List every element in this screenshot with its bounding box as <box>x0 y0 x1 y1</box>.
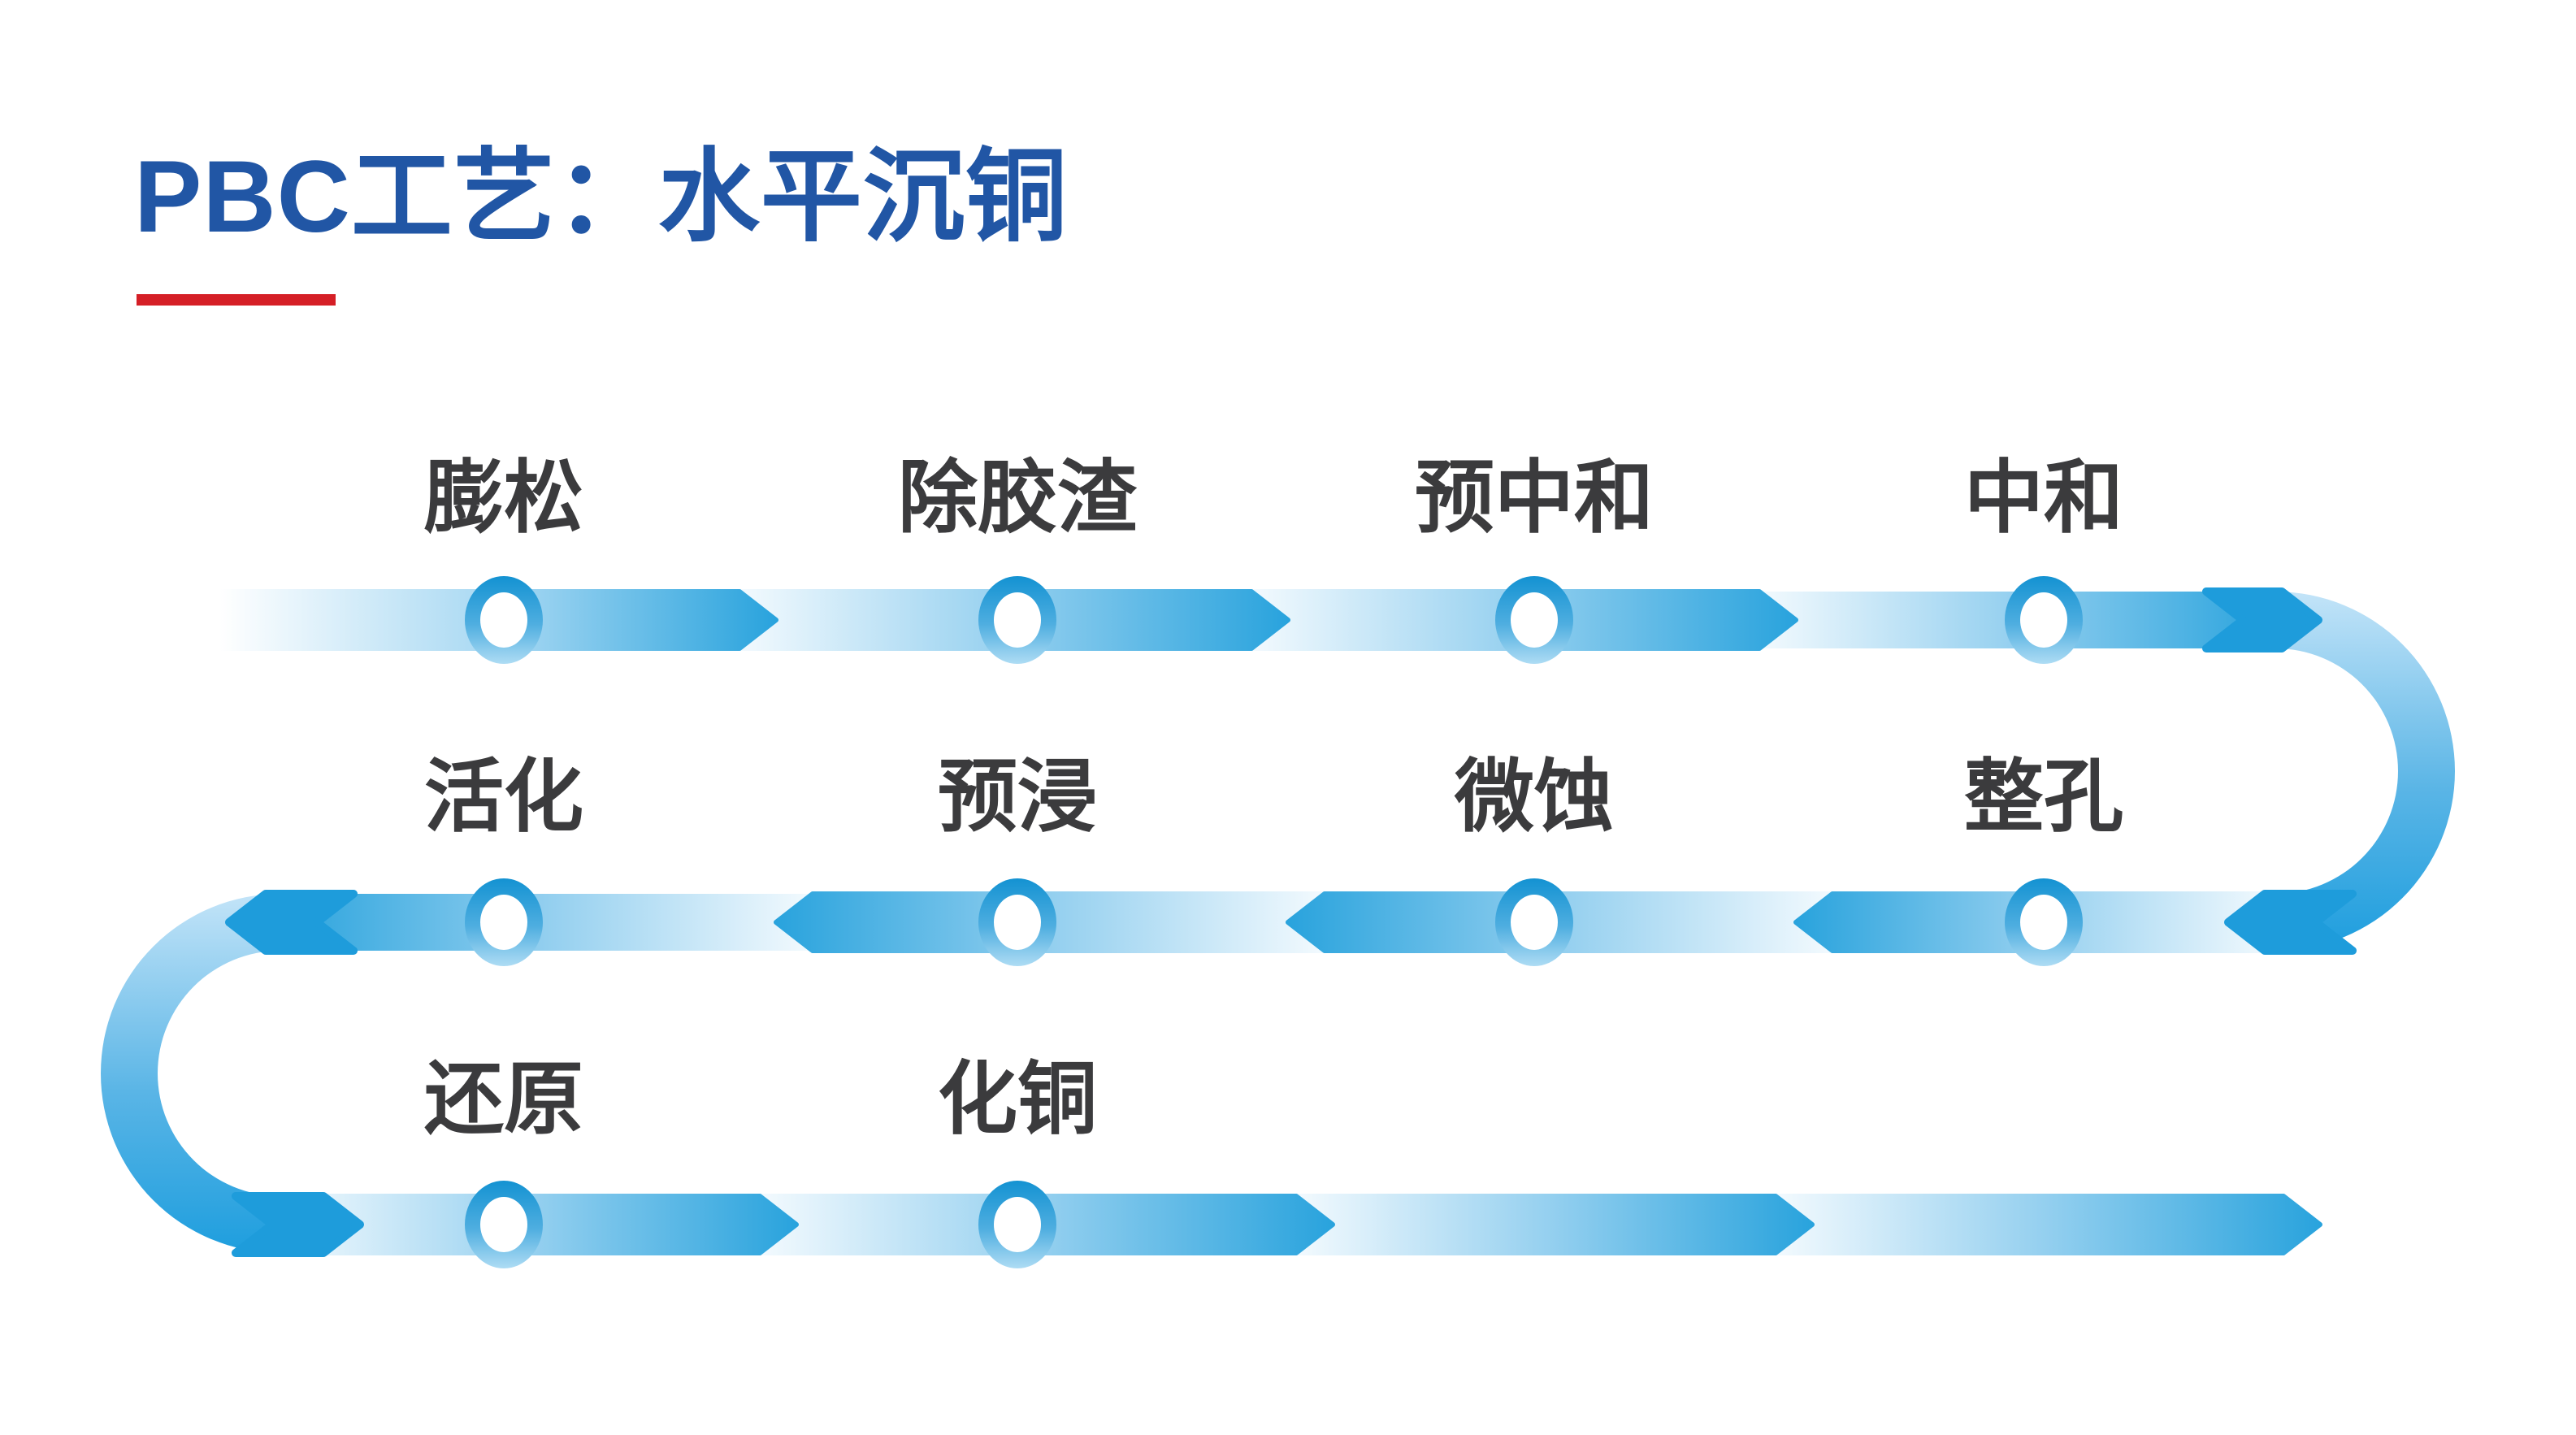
flow-row-2 <box>280 891 2278 953</box>
flow-node <box>978 576 1056 664</box>
step-label-weishi: 微蚀 <box>1454 752 1614 841</box>
step-label-huohua: 活化 <box>424 752 583 841</box>
arrow-left-icon <box>225 890 358 955</box>
flow-node <box>2005 878 2083 966</box>
step-label-huatong: 化铜 <box>938 1054 1097 1143</box>
step-label-chujiaozha: 除胶渣 <box>898 453 1138 542</box>
arrow-right-icon <box>2202 587 2322 652</box>
flow-node <box>465 878 543 966</box>
flow-row-3 <box>278 1194 2322 1255</box>
flow-node <box>1495 576 1573 664</box>
flow-segment <box>1773 1194 2322 1255</box>
u-turn-left <box>101 894 280 1253</box>
title-underline <box>137 294 336 306</box>
flow-node <box>465 1181 543 1268</box>
flow-node <box>465 576 543 664</box>
step-label-zhonghe: 中和 <box>1964 453 2123 542</box>
step-label-zhengkong: 整孔 <box>1964 752 2123 841</box>
u-turn-right <box>2275 592 2455 951</box>
flow-nodes <box>465 576 2083 1268</box>
flow-node <box>2005 576 2083 664</box>
flow-node <box>978 1181 1056 1268</box>
step-label-yuzhonghe: 预中和 <box>1415 453 1654 542</box>
step-label-huanyuan: 还原 <box>424 1054 583 1143</box>
step-labels: 膨松 除胶渣 预中和 中和 整孔 微蚀 预浸 活化 还原 化铜 <box>424 453 2123 1143</box>
flow-node <box>1495 878 1573 966</box>
flow-segment <box>280 894 813 951</box>
arrow-right-icon <box>232 1192 364 1257</box>
arrow-left-icon <box>2224 890 2357 955</box>
flow-curves <box>101 592 2455 1253</box>
step-label-yujin: 预浸 <box>938 752 1097 841</box>
step-label-pengsong: 膨松 <box>424 453 583 542</box>
junction-arrows <box>225 587 2357 1257</box>
flow-segment <box>1294 1194 1815 1255</box>
flow-node <box>978 878 1056 966</box>
page-title: PBC工艺：水平沉铜 <box>134 141 1068 254</box>
